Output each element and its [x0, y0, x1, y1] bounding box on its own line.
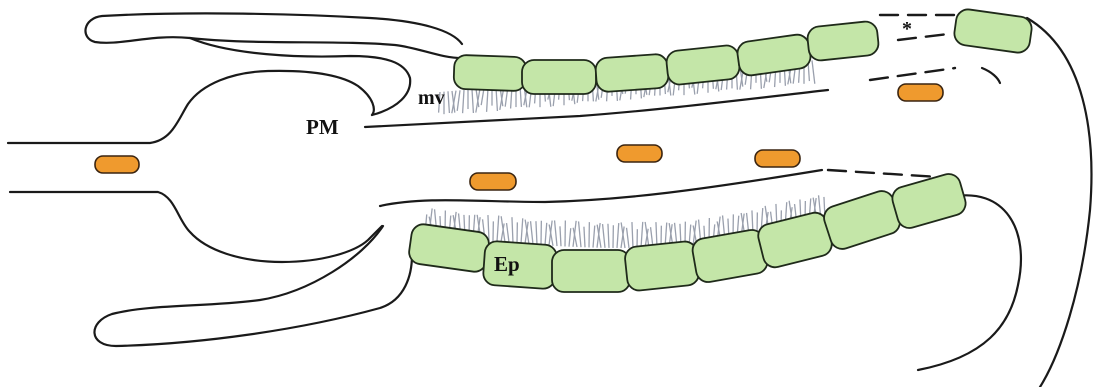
epithelial-cell [806, 20, 879, 61]
microvillus [536, 221, 537, 245]
microvillus [481, 88, 484, 105]
microvillus [512, 217, 513, 243]
microvillus [627, 228, 629, 248]
epithelial-cell [522, 60, 596, 94]
epithelial-cell [953, 8, 1033, 54]
microvillus [507, 223, 509, 242]
microvillus [521, 218, 523, 243]
microvillus [641, 222, 643, 248]
microvillus [617, 223, 619, 248]
food-particle [95, 156, 139, 173]
upper-inner-fold-outline [190, 38, 410, 115]
microvillus [472, 89, 473, 113]
epithelium-label: Ep [494, 252, 520, 276]
epithelial-cell [665, 44, 740, 85]
microvillus [463, 90, 464, 113]
microvillus [579, 221, 581, 247]
microvillus [632, 222, 633, 248]
microvillus [448, 91, 449, 113]
epithelial-cell [890, 171, 969, 231]
upper-fold-outline [85, 13, 462, 58]
microvillus [584, 227, 585, 248]
epithelial-cell [821, 188, 903, 252]
microvillus [608, 224, 609, 248]
epithelial-cell [453, 55, 526, 91]
asterisk-label: * [902, 18, 912, 40]
microvilli-label: mv [418, 87, 445, 109]
microvillus [560, 226, 561, 246]
upper-dashed-line-2 [870, 68, 955, 80]
food-particle [898, 84, 943, 101]
left-chamber-lower-outline [10, 192, 382, 262]
epithelial-cell [552, 250, 630, 292]
epithelial-cell [595, 54, 669, 93]
microvillus [487, 88, 488, 112]
microvillus [497, 216, 499, 242]
right-outer-curve [1027, 18, 1091, 387]
microvillus [812, 60, 815, 83]
microvillus [531, 221, 533, 244]
microvillus [488, 215, 489, 241]
food-particles [95, 84, 943, 190]
microvillus [545, 223, 547, 246]
microvillus [593, 226, 595, 248]
microvillus [457, 90, 460, 111]
microvillus [555, 220, 557, 246]
food-particle [617, 145, 662, 162]
peritrophic-membrane-label: PM [306, 115, 339, 139]
food-particle [755, 150, 800, 167]
lower-lumen-edge [380, 170, 822, 206]
upper-dashed-arc [982, 68, 1000, 83]
microvillus [603, 224, 605, 248]
microvillus [569, 228, 571, 247]
food-particle [470, 173, 516, 190]
epithelial-cell [736, 33, 812, 77]
upper-epithelium [453, 8, 1033, 94]
epithelial-cell [624, 240, 700, 291]
